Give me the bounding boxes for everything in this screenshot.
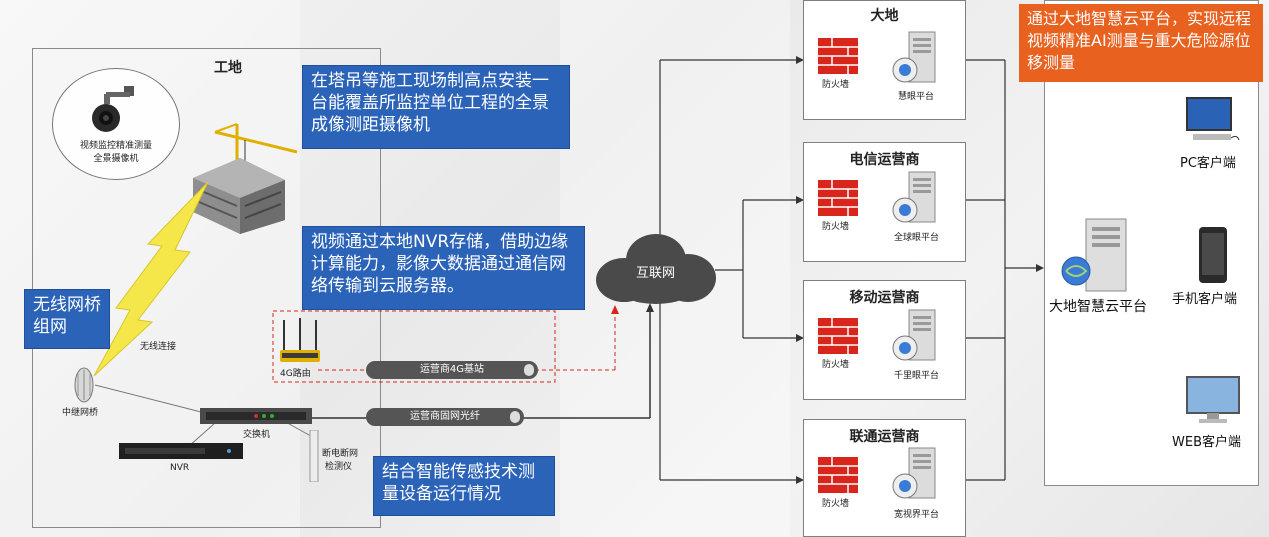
mobile-client-icon xyxy=(1199,227,1227,283)
platform-label: 千里眼平台 xyxy=(894,371,940,381)
relay-bridge-label: 中继网桥 xyxy=(62,408,99,418)
building-crane-icon xyxy=(193,123,298,234)
firewall-icon xyxy=(818,318,858,354)
server-camera-icon xyxy=(892,171,936,223)
sensor-note: 结合智能传感技术测量设备运行情况 xyxy=(373,456,555,516)
internet-cloud-icon xyxy=(596,234,716,304)
server-camera-icon xyxy=(892,309,936,361)
wireless-bolt-icon xyxy=(93,181,209,377)
wireless-link-label: 无线连接 xyxy=(140,342,177,352)
switch-icon xyxy=(200,408,312,424)
switch-label: 交换机 xyxy=(243,430,271,440)
platform-label: 慧眼平台 xyxy=(898,92,935,102)
firewall-icon xyxy=(818,38,858,74)
base-station-link: 运营商4G基站 xyxy=(366,361,538,379)
web-client-label: WEB客户端 xyxy=(1172,435,1241,450)
ptz-camera-icon xyxy=(92,86,134,132)
pc-client-icon xyxy=(1186,97,1240,141)
site-title: 工地 xyxy=(214,60,242,76)
firewall-icon xyxy=(818,457,858,493)
camera-label-line2: 全景摄像机 xyxy=(93,154,139,164)
firewall-icon xyxy=(818,180,858,216)
platform-note: 通过大地智慧云平台，实现远程视频精准AI测量与重大危险源位移测量 xyxy=(1019,4,1263,82)
nvr-storage-note: 视频通过本地NVR存储，借助边缘计算能力，影像大数据通过通信网络传输到云服务器。 xyxy=(302,226,585,310)
server-camera-icon xyxy=(892,447,936,499)
platform-name: 大地智慧云平台 xyxy=(1049,299,1147,315)
fiber-link: 运营商固网光纤 xyxy=(366,408,524,426)
pc-client-label: PC客户端 xyxy=(1180,156,1236,171)
detector-icon xyxy=(309,430,319,482)
router-4g-label: 4G路由 xyxy=(280,369,311,379)
relay-bridge-icon xyxy=(74,367,94,403)
crane-camera-note: 在塔吊等施工现场制高点安装一台能覆盖所监控单位工程的全景成像测距摄像机 xyxy=(302,65,570,149)
operator-box-telecom: 电信运营商 xyxy=(803,142,966,262)
server-camera-icon xyxy=(892,31,936,83)
detector-label-line2: 检测仪 xyxy=(325,462,353,472)
mobile-client-label: 手机客户端 xyxy=(1172,292,1238,307)
firewall-label: 防火墙 xyxy=(822,360,850,370)
firewall-label: 防火墙 xyxy=(822,499,850,509)
operator-name: 电信运营商 xyxy=(849,152,920,168)
firewall-label: 防火墙 xyxy=(822,222,850,232)
internet-label: 互联网 xyxy=(636,266,676,281)
operator-name: 大地 xyxy=(870,8,899,24)
wireless-bridge-note: 无线网桥组网 xyxy=(24,289,110,349)
detector-label-line1: 断电断网 xyxy=(322,449,359,459)
operator-name: 联通运营商 xyxy=(849,429,920,445)
camera-label-line1: 视频监控精准测量 xyxy=(79,141,152,151)
platform-label: 宽视界平台 xyxy=(894,510,940,520)
platform-label: 全球眼平台 xyxy=(894,233,940,243)
router-4g-icon xyxy=(280,318,320,362)
firewall-label: 防火墙 xyxy=(822,80,850,90)
platform-server-icon xyxy=(1061,218,1127,292)
web-client-icon xyxy=(1186,376,1240,423)
operator-name: 移动运营商 xyxy=(849,290,920,306)
nvr-label: NVR xyxy=(170,463,190,473)
nvr-icon xyxy=(119,443,243,459)
